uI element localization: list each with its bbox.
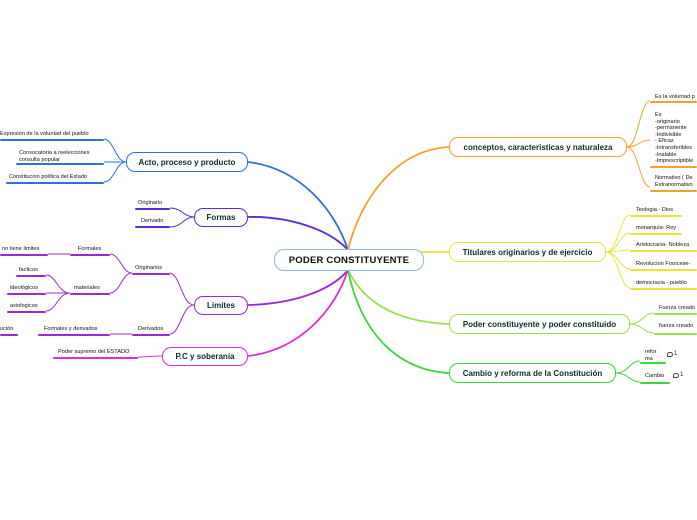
leaf-expresion-voluntad[interactable]: Expresión de la voluntad del pueblo xyxy=(0,131,89,137)
topic-acto-proceso-producto[interactable]: Acto, proceso y producto xyxy=(126,152,248,172)
leaf-underline xyxy=(0,254,48,256)
leaf-facticos[interactable]: facticos xyxy=(19,267,38,273)
leaf-underline xyxy=(630,233,682,235)
link-cambio-leaves xyxy=(615,360,641,383)
leaf-voluntad[interactable]: Es la voluntad p xyxy=(655,94,695,100)
comment-badge-cambio[interactable]: 1 xyxy=(673,372,683,378)
leaf-underline xyxy=(7,293,46,295)
leaf-revolucion[interactable]: Revolucion Francese- xyxy=(636,261,691,267)
leaf-poder-supremo[interactable]: Poder supremo del ESTADO xyxy=(58,349,130,355)
leaf-formales[interactable]: Formales xyxy=(78,246,102,252)
leaf-underline xyxy=(650,190,697,192)
leaf-formales-derivados[interactable]: Formales y derivados xyxy=(44,326,98,332)
leaf-originario[interactable]: Originario xyxy=(138,200,163,206)
comment-icon xyxy=(667,351,673,357)
leaf-underline xyxy=(630,269,697,271)
leaf-underline xyxy=(6,182,104,184)
leaf-ideologicos[interactable]: ideológicos xyxy=(10,285,38,291)
link-originarios-sub xyxy=(109,253,133,294)
link-center-poder xyxy=(347,269,450,325)
leaf-convocatoria[interactable]: Convocatoria a reelecciones consulta pop… xyxy=(19,150,90,163)
topic-limites[interactable]: Limites xyxy=(194,296,248,315)
leaf-underline xyxy=(0,334,18,336)
topic-titulares[interactable]: Titulares originarios y de ejercicio xyxy=(449,242,606,262)
leaf-constitucion-politica[interactable]: Constitucion política del Estado xyxy=(9,174,88,180)
leaf-underline xyxy=(640,382,670,384)
link-center-conceptos xyxy=(347,146,450,251)
leaf-reforma[interactable]: refor ma xyxy=(645,349,657,362)
topic-formas[interactable]: Formas xyxy=(194,208,248,227)
leaf-underline xyxy=(38,334,110,336)
leaf-normativo[interactable]: Normativo ( De Extranormativo xyxy=(655,175,693,188)
central-topic[interactable]: PODER CONSTITUYENTE xyxy=(274,249,424,271)
link-materiales-sub xyxy=(45,274,71,312)
topic-cambio-reforma[interactable]: Cambio y reforma de la Constitución xyxy=(449,363,616,383)
link-poder-leaves xyxy=(629,312,655,334)
leaf-underline xyxy=(650,101,697,103)
leaf-underline xyxy=(654,333,697,335)
leaf-underline xyxy=(630,288,697,290)
leaf-underline xyxy=(135,208,170,210)
leaf-underline xyxy=(70,293,110,295)
leaf-underline xyxy=(53,357,138,359)
leaf-fuerza-creado-2[interactable]: fuerza creado xyxy=(659,323,694,329)
leaf-no-tiene-limites[interactable]: no tiene limites xyxy=(2,246,40,252)
leaf-axiologicos[interactable]: axiologicos xyxy=(10,303,38,309)
leaf-originarios[interactable]: Originarios xyxy=(135,265,163,271)
leaf-caracteristicas-lista[interactable]: Es -originario -permanente -Indivisible … xyxy=(655,112,694,165)
link-titulares-leaves xyxy=(605,214,631,289)
leaf-derivados[interactable]: Derivados xyxy=(138,326,164,332)
leaf-underline xyxy=(650,166,697,168)
leaf-underline xyxy=(132,334,170,336)
leaf-democracia[interactable]: democracia - pueblo xyxy=(636,280,687,286)
link-acto-leaves xyxy=(103,138,127,183)
leaf-derivado[interactable]: Derivado xyxy=(141,218,164,224)
link-formas-leaves xyxy=(169,207,195,228)
leaf-formales-derivados-child[interactable]: ución xyxy=(0,326,14,332)
topic-pc-soberania[interactable]: P.C y soberanía xyxy=(162,347,248,366)
leaf-underline xyxy=(132,273,170,275)
link-center-formas xyxy=(247,216,349,251)
leaf-underline xyxy=(7,311,46,313)
comment-count: 1 xyxy=(674,351,678,357)
link-conceptos-leaves xyxy=(626,100,651,188)
leaf-underline xyxy=(630,215,682,217)
leaf-fuerza-creado-1[interactable]: Fuerza creado xyxy=(659,305,696,311)
link-center-limites xyxy=(247,269,349,306)
leaf-underline xyxy=(16,163,104,165)
link-pc-leaf xyxy=(137,355,163,358)
comment-icon xyxy=(673,372,679,378)
comment-badge-reforma[interactable]: 1 xyxy=(667,351,677,357)
leaf-aristocracia[interactable]: Aristocracia- Nobleza xyxy=(636,242,690,248)
leaf-teologia[interactable]: Teologia - Dios xyxy=(636,207,673,213)
leaf-cambio[interactable]: Cambio xyxy=(645,373,665,379)
leaf-underline xyxy=(16,275,46,277)
link-limites-sub xyxy=(169,272,195,335)
leaf-materiales[interactable]: materiales xyxy=(74,285,100,291)
link-center-cambio xyxy=(347,269,450,374)
comment-count: 1 xyxy=(680,372,684,378)
link-center-acto xyxy=(247,161,349,251)
leaf-underline xyxy=(70,254,110,256)
leaf-monarquia[interactable]: monarquía- Rey xyxy=(636,225,677,231)
leaf-underline xyxy=(654,313,697,315)
leaf-underline xyxy=(0,139,104,141)
leaf-underline xyxy=(640,362,666,364)
leaf-underline xyxy=(135,226,170,228)
link-center-pc xyxy=(247,269,349,357)
topic-conceptos[interactable]: conceptos, caracteristicas y naturaleza xyxy=(449,137,627,157)
leaf-underline xyxy=(630,250,697,252)
topic-poder-constituyente-constituido[interactable]: Poder constituyente y poder constituido xyxy=(449,314,630,334)
